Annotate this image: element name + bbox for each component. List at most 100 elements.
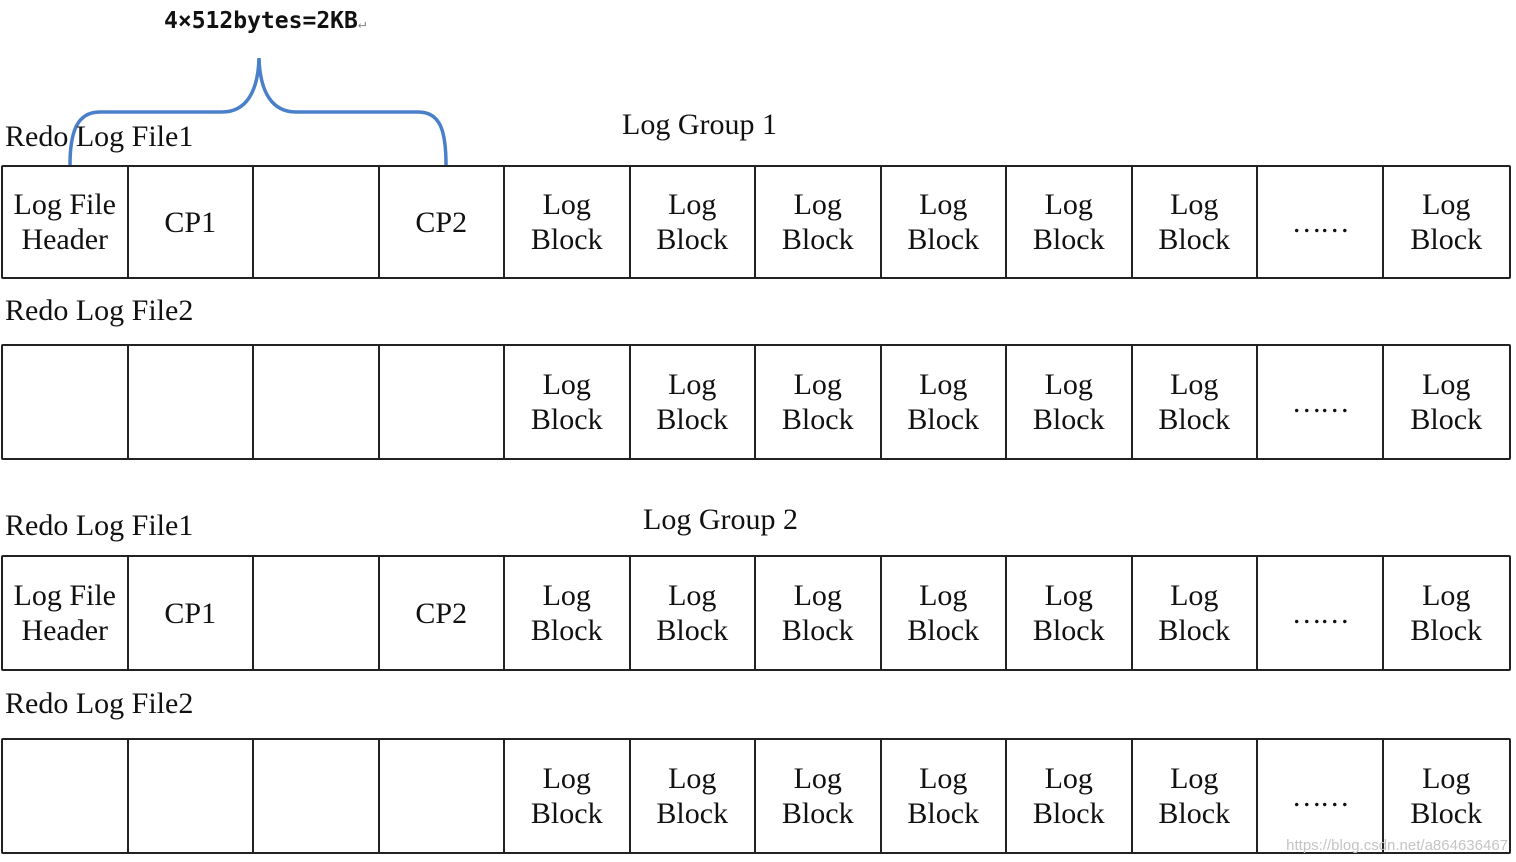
cell-text-line: Log [919, 368, 968, 401]
cell-text-line: Block [781, 614, 854, 647]
cell-text-line: Log [542, 368, 591, 401]
cell-text-line: Log [919, 579, 968, 612]
cell-text-line: CP2 [415, 596, 468, 630]
cell-text-line: Block [1410, 797, 1483, 830]
file-label-g2-f1: Redo Log File1 [5, 509, 194, 542]
empty-cell [3, 346, 129, 458]
group-title-2: Log Group 2 [643, 503, 798, 536]
empty-cell [254, 346, 380, 458]
empty-cell [254, 167, 380, 277]
cell-text-line: Log [1422, 188, 1471, 221]
empty-cell [380, 740, 505, 852]
cell-text-line: Block [656, 797, 729, 830]
ellipsis-cell: …… [1258, 740, 1384, 852]
empty-cell [129, 740, 254, 852]
cell-text-line: CP2 [415, 205, 468, 239]
cell-text-line: Log [1044, 762, 1093, 795]
cell-text-line: Block [1158, 403, 1231, 436]
cell-text-line: Block [530, 403, 603, 436]
cell-text-line: Block [1158, 797, 1231, 830]
checkpoint-2-cell: CP2 [380, 557, 505, 669]
cell-text-line: Log [1422, 579, 1471, 612]
empty-cell [254, 740, 380, 852]
cell-text-line: Log File [13, 188, 117, 221]
cell-text-line: Log [793, 368, 842, 401]
cell-text-line: Log [668, 188, 717, 221]
ellipsis-cell: …… [1258, 557, 1384, 669]
cell-text-line: Log [1044, 579, 1093, 612]
cell-text-line: Log [793, 579, 842, 612]
cell-text-line: Log [1044, 368, 1093, 401]
size-annotation: 4×512bytes=2KB↵ [164, 8, 366, 34]
checkpoint-1-cell: CP1 [129, 167, 254, 277]
cell-text-line: Log [919, 188, 968, 221]
file-label-g1-f2: Redo Log File2 [5, 294, 194, 327]
cell-text-line: Log [1170, 188, 1219, 221]
return-mark: ↵ [357, 16, 367, 32]
cell-text-line: Log [668, 579, 717, 612]
cell-text-line: Block [1032, 614, 1105, 647]
cell-text-line: …… [1291, 596, 1350, 630]
cell-text-line: Block [656, 403, 729, 436]
cell-text-line: Log [919, 762, 968, 795]
empty-cell [254, 557, 380, 669]
brace-path [68, 57, 448, 167]
cell-text-line: Block [1032, 403, 1105, 436]
cell-text-line: Block [1032, 223, 1105, 256]
cell-text-line: Block [907, 403, 980, 436]
empty-cell [380, 346, 505, 458]
cell-text-line: Log [1044, 188, 1093, 221]
cell-text-line: Log [542, 579, 591, 612]
cell-text-line: Log [1170, 368, 1219, 401]
cell-text-line: …… [1291, 779, 1350, 813]
cell-text-line: Block [656, 223, 729, 256]
cell-text-line: Block [1158, 223, 1231, 256]
cell-text-line: Log [1170, 762, 1219, 795]
cell-text-line: CP1 [164, 205, 217, 239]
cell-text-line: Block [530, 614, 603, 647]
cell-text-line: Log [668, 368, 717, 401]
cell-text-line: Log [1422, 762, 1471, 795]
cell-text-line: Block [1410, 614, 1483, 647]
cell-text-line: Block [1410, 403, 1483, 436]
cell-text-line: Log [793, 188, 842, 221]
empty-cell [129, 346, 254, 458]
checkpoint-1-cell: CP1 [129, 557, 254, 669]
cell-text-line: Block [781, 223, 854, 256]
cell-text-line: …… [1291, 205, 1350, 239]
cell-text-line: Block [1158, 614, 1231, 647]
cell-text-line: Block [1410, 223, 1483, 256]
cell-text-line: Log [1422, 368, 1471, 401]
cell-text-line: Block [1032, 797, 1105, 830]
cell-text-line: Log [542, 762, 591, 795]
ellipsis-cell: …… [1258, 167, 1384, 277]
cell-text-line: Log [542, 188, 591, 221]
group-title-1: Log Group 1 [622, 108, 777, 141]
